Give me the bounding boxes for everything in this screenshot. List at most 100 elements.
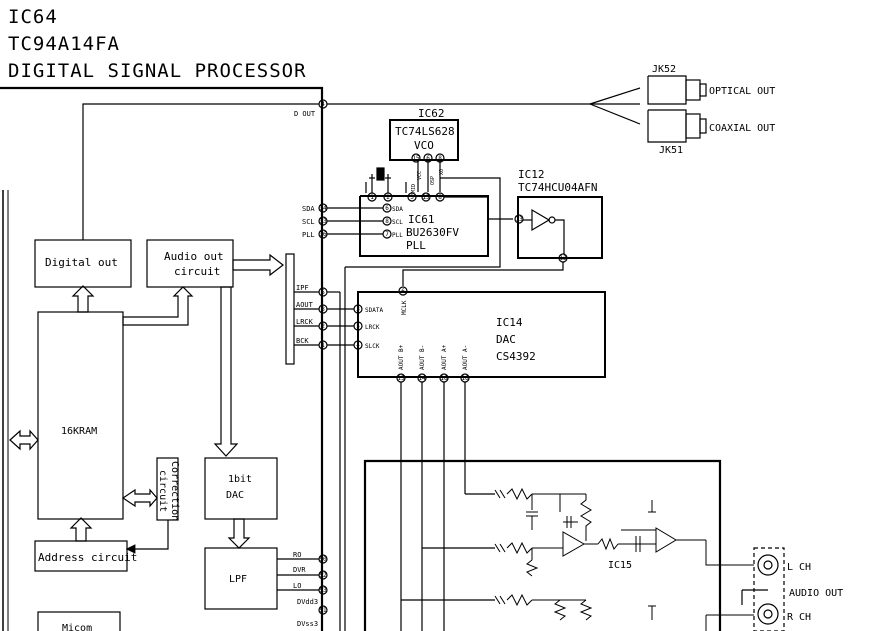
pin-label-dvdd3: DVdd3 bbox=[297, 598, 318, 606]
dsp-ic-outline bbox=[0, 86, 324, 631]
audio-to-dac-arrow bbox=[213, 286, 239, 457]
ic14-pin-num-sdata: 3 bbox=[356, 306, 360, 313]
ic61-func: PLL bbox=[406, 239, 426, 252]
inverter-symbol bbox=[531, 208, 551, 232]
ic62-pin-mid: MID bbox=[411, 184, 417, 193]
r-ch-jack bbox=[757, 603, 779, 625]
pin-num-52: 52 bbox=[319, 572, 327, 579]
dsp-ic-ref: IC64 bbox=[8, 6, 58, 28]
ic14-pin-num-slck: 4 bbox=[356, 342, 360, 349]
pin-num-33: 33 bbox=[319, 218, 327, 225]
ic62-pin-num-6: 8 bbox=[438, 194, 442, 201]
bus-bar bbox=[285, 253, 295, 365]
jk51-body bbox=[647, 109, 687, 143]
pin-label-pll: PLL bbox=[302, 231, 315, 239]
ic62-pin-vcc: VCC bbox=[417, 171, 423, 180]
ic62-pin-num-0: 15 bbox=[412, 155, 420, 162]
ic14-pin-sdata: SDATA bbox=[365, 307, 383, 314]
ram-label: 16KRAM bbox=[61, 426, 97, 437]
left-bus-arrow bbox=[9, 429, 39, 451]
pin-num-36: 36 bbox=[319, 231, 327, 238]
dac-to-lpf-arrow bbox=[227, 518, 251, 549]
ic14-pin-lrck: LRCK bbox=[365, 324, 380, 331]
pin-label-dout: D OUT bbox=[294, 110, 316, 118]
pin-num-4: 4 bbox=[321, 101, 325, 108]
pin-label-scl: SCL bbox=[302, 218, 315, 226]
pin-label-sda: SDA bbox=[302, 205, 315, 213]
ic62-pin-num-5: 15 bbox=[422, 194, 430, 201]
ic62-part: TC74LS628 bbox=[395, 125, 455, 138]
ic12-part: TC74HCU04AFN bbox=[518, 181, 597, 194]
ic61-ref: IC61 bbox=[408, 213, 435, 226]
ic14-box bbox=[357, 291, 606, 378]
ic61-pin-num-1: 1 bbox=[370, 194, 374, 201]
ic61-pin-num-scl: 8 bbox=[385, 218, 389, 225]
pin-num-34: 34 bbox=[319, 205, 327, 212]
ic14-out-num-2: 16 bbox=[440, 375, 448, 382]
audio-out-label-1: Audio out bbox=[164, 250, 224, 263]
l-ch-jack bbox=[757, 554, 779, 576]
dsp-part-number: TC94A14FA bbox=[8, 33, 120, 55]
r-ch-label: R CH bbox=[787, 612, 811, 623]
micom-label: Micom bbox=[62, 623, 92, 631]
l-ch-label: L CH bbox=[787, 562, 811, 573]
ic14-out-a-plus: AOUT A+ bbox=[441, 344, 448, 370]
coaxial-out-label: COAXIAL OUT bbox=[709, 123, 775, 134]
jk52-label: JK52 bbox=[652, 64, 676, 75]
ic14-pin-num-lrck: 5 bbox=[356, 323, 360, 330]
dac-label-2: DAC bbox=[226, 490, 244, 501]
lpf-label: LPF bbox=[229, 574, 247, 585]
ic15-filter bbox=[494, 487, 754, 631]
audio-to-bus-arrow bbox=[232, 253, 284, 277]
ic14-ref: IC14 bbox=[496, 316, 523, 329]
ic62-pin-num-3: 2 bbox=[386, 194, 390, 201]
ic14-out-num-0: 15 bbox=[397, 375, 405, 382]
lpf-block bbox=[204, 547, 278, 610]
ic14-out-num-3: 16 bbox=[461, 375, 469, 382]
pin-num-50: 50 bbox=[319, 556, 327, 563]
pin-num-2: 2 bbox=[321, 323, 325, 330]
dac-label-1: 1bit bbox=[228, 474, 252, 485]
ic62-pin-num-4: 3 bbox=[410, 194, 414, 201]
pin-label-bck: BCK bbox=[296, 337, 309, 345]
ic12-box bbox=[517, 196, 603, 259]
pin-num-1: 1 bbox=[321, 342, 325, 349]
dac-block bbox=[204, 457, 278, 520]
ic61-pin-pll: PLL bbox=[392, 232, 403, 239]
ic14-pin-num-mclk: 6 bbox=[401, 288, 405, 295]
ic62-func: VCO bbox=[414, 139, 434, 152]
pin-label-lrck: LRCK bbox=[296, 318, 314, 326]
ic14-func: DAC bbox=[496, 333, 516, 346]
ic14-out-a-minus: AOUT A- bbox=[462, 345, 469, 370]
jk51-label: JK51 bbox=[659, 145, 683, 156]
ram-correction-arrow bbox=[121, 488, 158, 508]
ic61-pin-num-sda: 6 bbox=[385, 205, 389, 212]
ic12-ref: IC12 bbox=[518, 168, 545, 181]
audio-out-label-2: circuit bbox=[174, 265, 220, 278]
pin-label-dvr: DVR bbox=[293, 566, 306, 574]
address-label: Address circuit bbox=[38, 551, 137, 564]
analog-board-outline bbox=[363, 459, 722, 631]
ic62-pin-num-1: 6 bbox=[426, 155, 430, 162]
optical-out-label: OPTICAL OUT bbox=[709, 86, 775, 97]
ic61-pin-scl: SCL bbox=[392, 219, 403, 226]
pin-num-53: 53 bbox=[319, 587, 327, 594]
ic12-pin-num-12: 12 bbox=[559, 255, 567, 262]
ram-to-digital-arrow bbox=[71, 285, 95, 313]
pin-label-ipf: IPF bbox=[296, 284, 309, 292]
ic61-pin-num-pll: 7 bbox=[385, 231, 389, 238]
digital-out-label: Digital out bbox=[45, 256, 118, 269]
ram-block bbox=[37, 311, 124, 520]
pin-label-ro: RO bbox=[293, 551, 301, 559]
correction-label-2: circuit bbox=[157, 470, 168, 512]
dsp-function-title: DIGITAL SIGNAL PROCESSOR bbox=[8, 60, 307, 82]
pin-label-dvss3: DVss3 bbox=[297, 620, 318, 628]
audio-out-block bbox=[146, 239, 234, 288]
pin-label-aout: AOUT bbox=[296, 301, 314, 309]
ic62-pin-osp: OSP bbox=[430, 176, 436, 185]
pin-num-51: 51 bbox=[319, 607, 327, 614]
ic62-ref: IC62 bbox=[418, 107, 445, 120]
ic61-part: BU2630FV bbox=[406, 226, 459, 239]
pin-num-3: 3 bbox=[321, 306, 325, 313]
ram-to-audio-arrow bbox=[122, 286, 194, 326]
